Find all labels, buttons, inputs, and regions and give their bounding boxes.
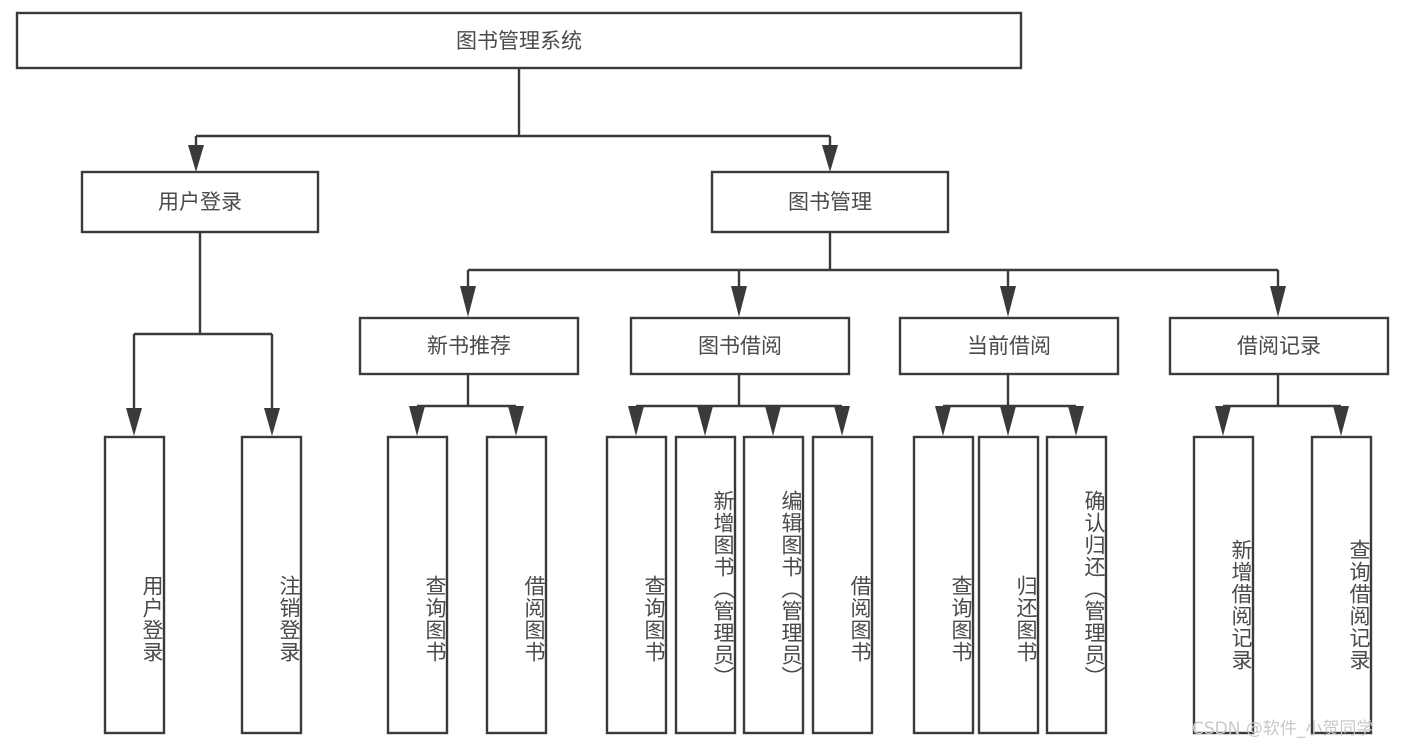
node-current-borrow-label: 当前借阅 [967, 334, 1051, 358]
node-current-borrow[interactable]: 当前借阅 [898, 316, 1120, 376]
leaf-edit-book-box[interactable] [742, 435, 805, 735]
node-user-login-box[interactable] [80, 170, 320, 234]
node-root-box[interactable] [15, 11, 1023, 70]
leaf-query-book-2-box[interactable] [605, 435, 668, 735]
leaf-confirm-return-box[interactable] [1045, 435, 1108, 735]
arrow-head-leaf-query-book-1 [409, 406, 425, 436]
arrow-head-new-book-rec [460, 286, 476, 317]
arrow-head-leaf-user-login [126, 408, 142, 436]
arrow-head-leaf-borrow-book-2 [834, 406, 850, 436]
connector-group-root [188, 68, 838, 172]
arrow-head-leaf-add-book [697, 406, 713, 436]
node-root[interactable]: 图书管理系统 [15, 11, 1023, 70]
node-book-manage-label: 图书管理 [788, 190, 872, 214]
node-new-book-rec-box[interactable] [358, 316, 580, 376]
node-current-borrow-box[interactable] [898, 316, 1120, 376]
connector-group-borrow-record [1215, 374, 1349, 436]
node-book-manage[interactable]: 图书管理 [710, 170, 950, 234]
arrow-head-book-manage [822, 145, 838, 172]
node-book-borrow-label: 图书借阅 [698, 334, 782, 358]
node-book-manage-box[interactable] [710, 170, 950, 234]
connector-group-current-borrow [935, 374, 1084, 436]
arrow-head-book-borrow [731, 286, 747, 317]
node-borrow-record[interactable]: 借阅记录 [1168, 316, 1390, 376]
connector-group-user-login [126, 232, 280, 436]
arrow-head-leaf-user-logout [264, 408, 280, 436]
leaf-query-book-3-box[interactable] [912, 435, 975, 735]
arrow-head-current-borrow [1000, 286, 1016, 317]
node-new-book-rec-label: 新书推荐 [427, 334, 511, 358]
node-book-borrow[interactable]: 图书借阅 [629, 316, 851, 376]
node-user-login-label: 用户登录 [158, 190, 242, 214]
connector-group-book-borrow [628, 374, 850, 436]
arrow-head-leaf-confirm-return [1068, 406, 1084, 436]
arrow-head-leaf-edit-book [765, 406, 781, 436]
node-book-borrow-box[interactable] [629, 316, 851, 376]
arrow-head-borrow-record [1270, 286, 1286, 317]
arrow-head-leaf-return-book [1000, 406, 1016, 436]
leaf-add-record-box[interactable] [1192, 435, 1255, 735]
arrow-head-leaf-query-record [1333, 406, 1349, 436]
leaf-add-book-box[interactable] [674, 435, 737, 735]
arrow-head-leaf-add-record [1215, 406, 1231, 436]
arrow-head-leaf-query-book-2 [628, 406, 644, 436]
leaf-user-logout-box[interactable] [240, 435, 303, 735]
leaf-boxes [103, 435, 1373, 735]
node-new-book-rec[interactable]: 新书推荐 [358, 316, 580, 376]
node-borrow-record-box[interactable] [1168, 316, 1390, 376]
leaf-return-book-box[interactable] [977, 435, 1040, 735]
leaf-borrow-book-1-box[interactable] [485, 435, 548, 735]
leaf-query-book-1-box[interactable] [386, 435, 449, 735]
node-user-login[interactable]: 用户登录 [80, 170, 320, 234]
leaf-query-record-box[interactable] [1310, 435, 1373, 735]
arrow-head-leaf-borrow-book-1 [508, 406, 524, 436]
node-borrow-record-label: 借阅记录 [1237, 334, 1321, 358]
arrow-head-leaf-query-book-3 [935, 406, 951, 436]
arrow-head-user-login [188, 145, 204, 172]
watermark-text: CSDN @软件_小贺同学 [1192, 719, 1374, 739]
leaf-borrow-book-2-box[interactable] [811, 435, 874, 735]
leaf-user-login-box[interactable] [103, 435, 166, 735]
connector-group-book-manage [460, 232, 1286, 317]
connector-group-new-book-rec [409, 374, 524, 436]
node-root-label: 图书管理系统 [456, 29, 582, 53]
